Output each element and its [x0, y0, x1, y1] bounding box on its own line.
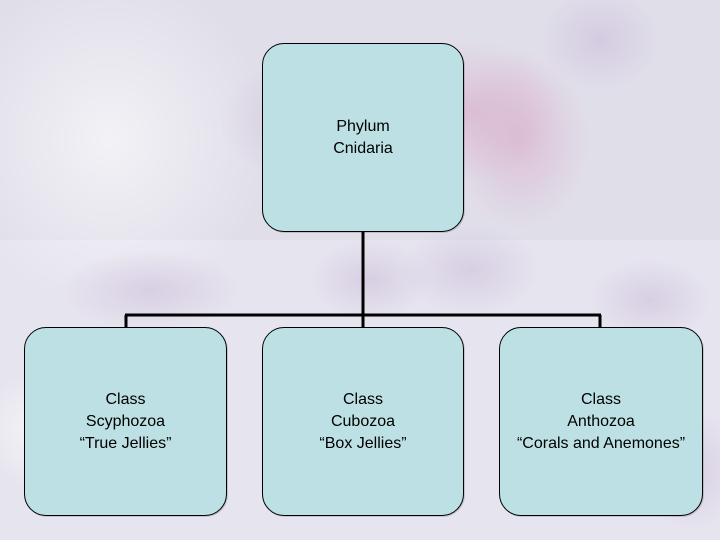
node-phylum-line-2: Cnidaria — [333, 139, 393, 157]
node-class-scyphozoa: Class Scyphozoa “True Jellies” — [24, 327, 227, 516]
node-phylum-cnidaria: Phylum Cnidaria — [262, 43, 464, 232]
node-scyphozoa-line-3: “True Jellies” — [79, 434, 172, 452]
node-anthozoa-line-3: “Corals and Anemones” — [516, 434, 686, 452]
node-scyphozoa-line-1: Class — [105, 390, 146, 408]
node-class-cubozoa: Class Cubozoa “Box Jellies” — [262, 327, 464, 516]
node-anthozoa-line-1: Class — [580, 390, 621, 408]
node-cubozoa-line-1: Class — [342, 390, 383, 408]
node-anthozoa-line-2: Anthozoa — [567, 412, 635, 430]
node-cubozoa-line-3: “Box Jellies” — [319, 434, 407, 452]
node-phylum-line-1: Phylum — [336, 117, 390, 135]
node-cubozoa-line-2: Cubozoa — [330, 412, 396, 430]
node-scyphozoa-line-2: Scyphozoa — [85, 412, 166, 430]
node-class-anthozoa: Class Anthozoa “Corals and Anemones” — [499, 327, 703, 516]
